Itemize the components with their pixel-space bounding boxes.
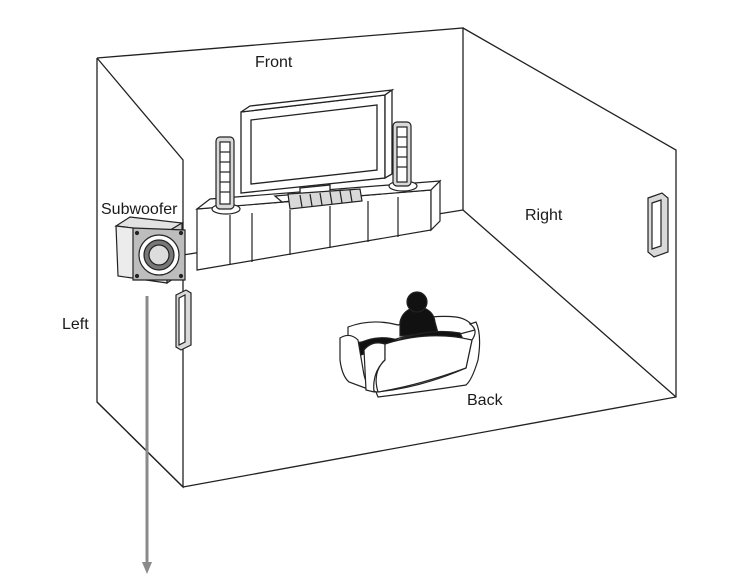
television: [240, 88, 395, 203]
label-subwoofer: Subwoofer: [101, 201, 178, 218]
center-speaker: [287, 188, 363, 210]
subwoofer-unit: [114, 216, 186, 285]
label-left: Left: [62, 316, 89, 333]
right-surround-speaker: [647, 192, 669, 258]
label-front: Front: [255, 54, 293, 71]
label-back: Back: [467, 392, 503, 409]
label-right: Right: [525, 207, 563, 224]
subwoofer-cable-arrow: [142, 296, 152, 574]
front-right-speaker: [388, 121, 418, 192]
tv-stand: [195, 179, 442, 271]
front-left-speaker: [211, 136, 241, 215]
left-surround-speaker: [175, 289, 192, 351]
sofa-with-listener: [339, 291, 481, 398]
